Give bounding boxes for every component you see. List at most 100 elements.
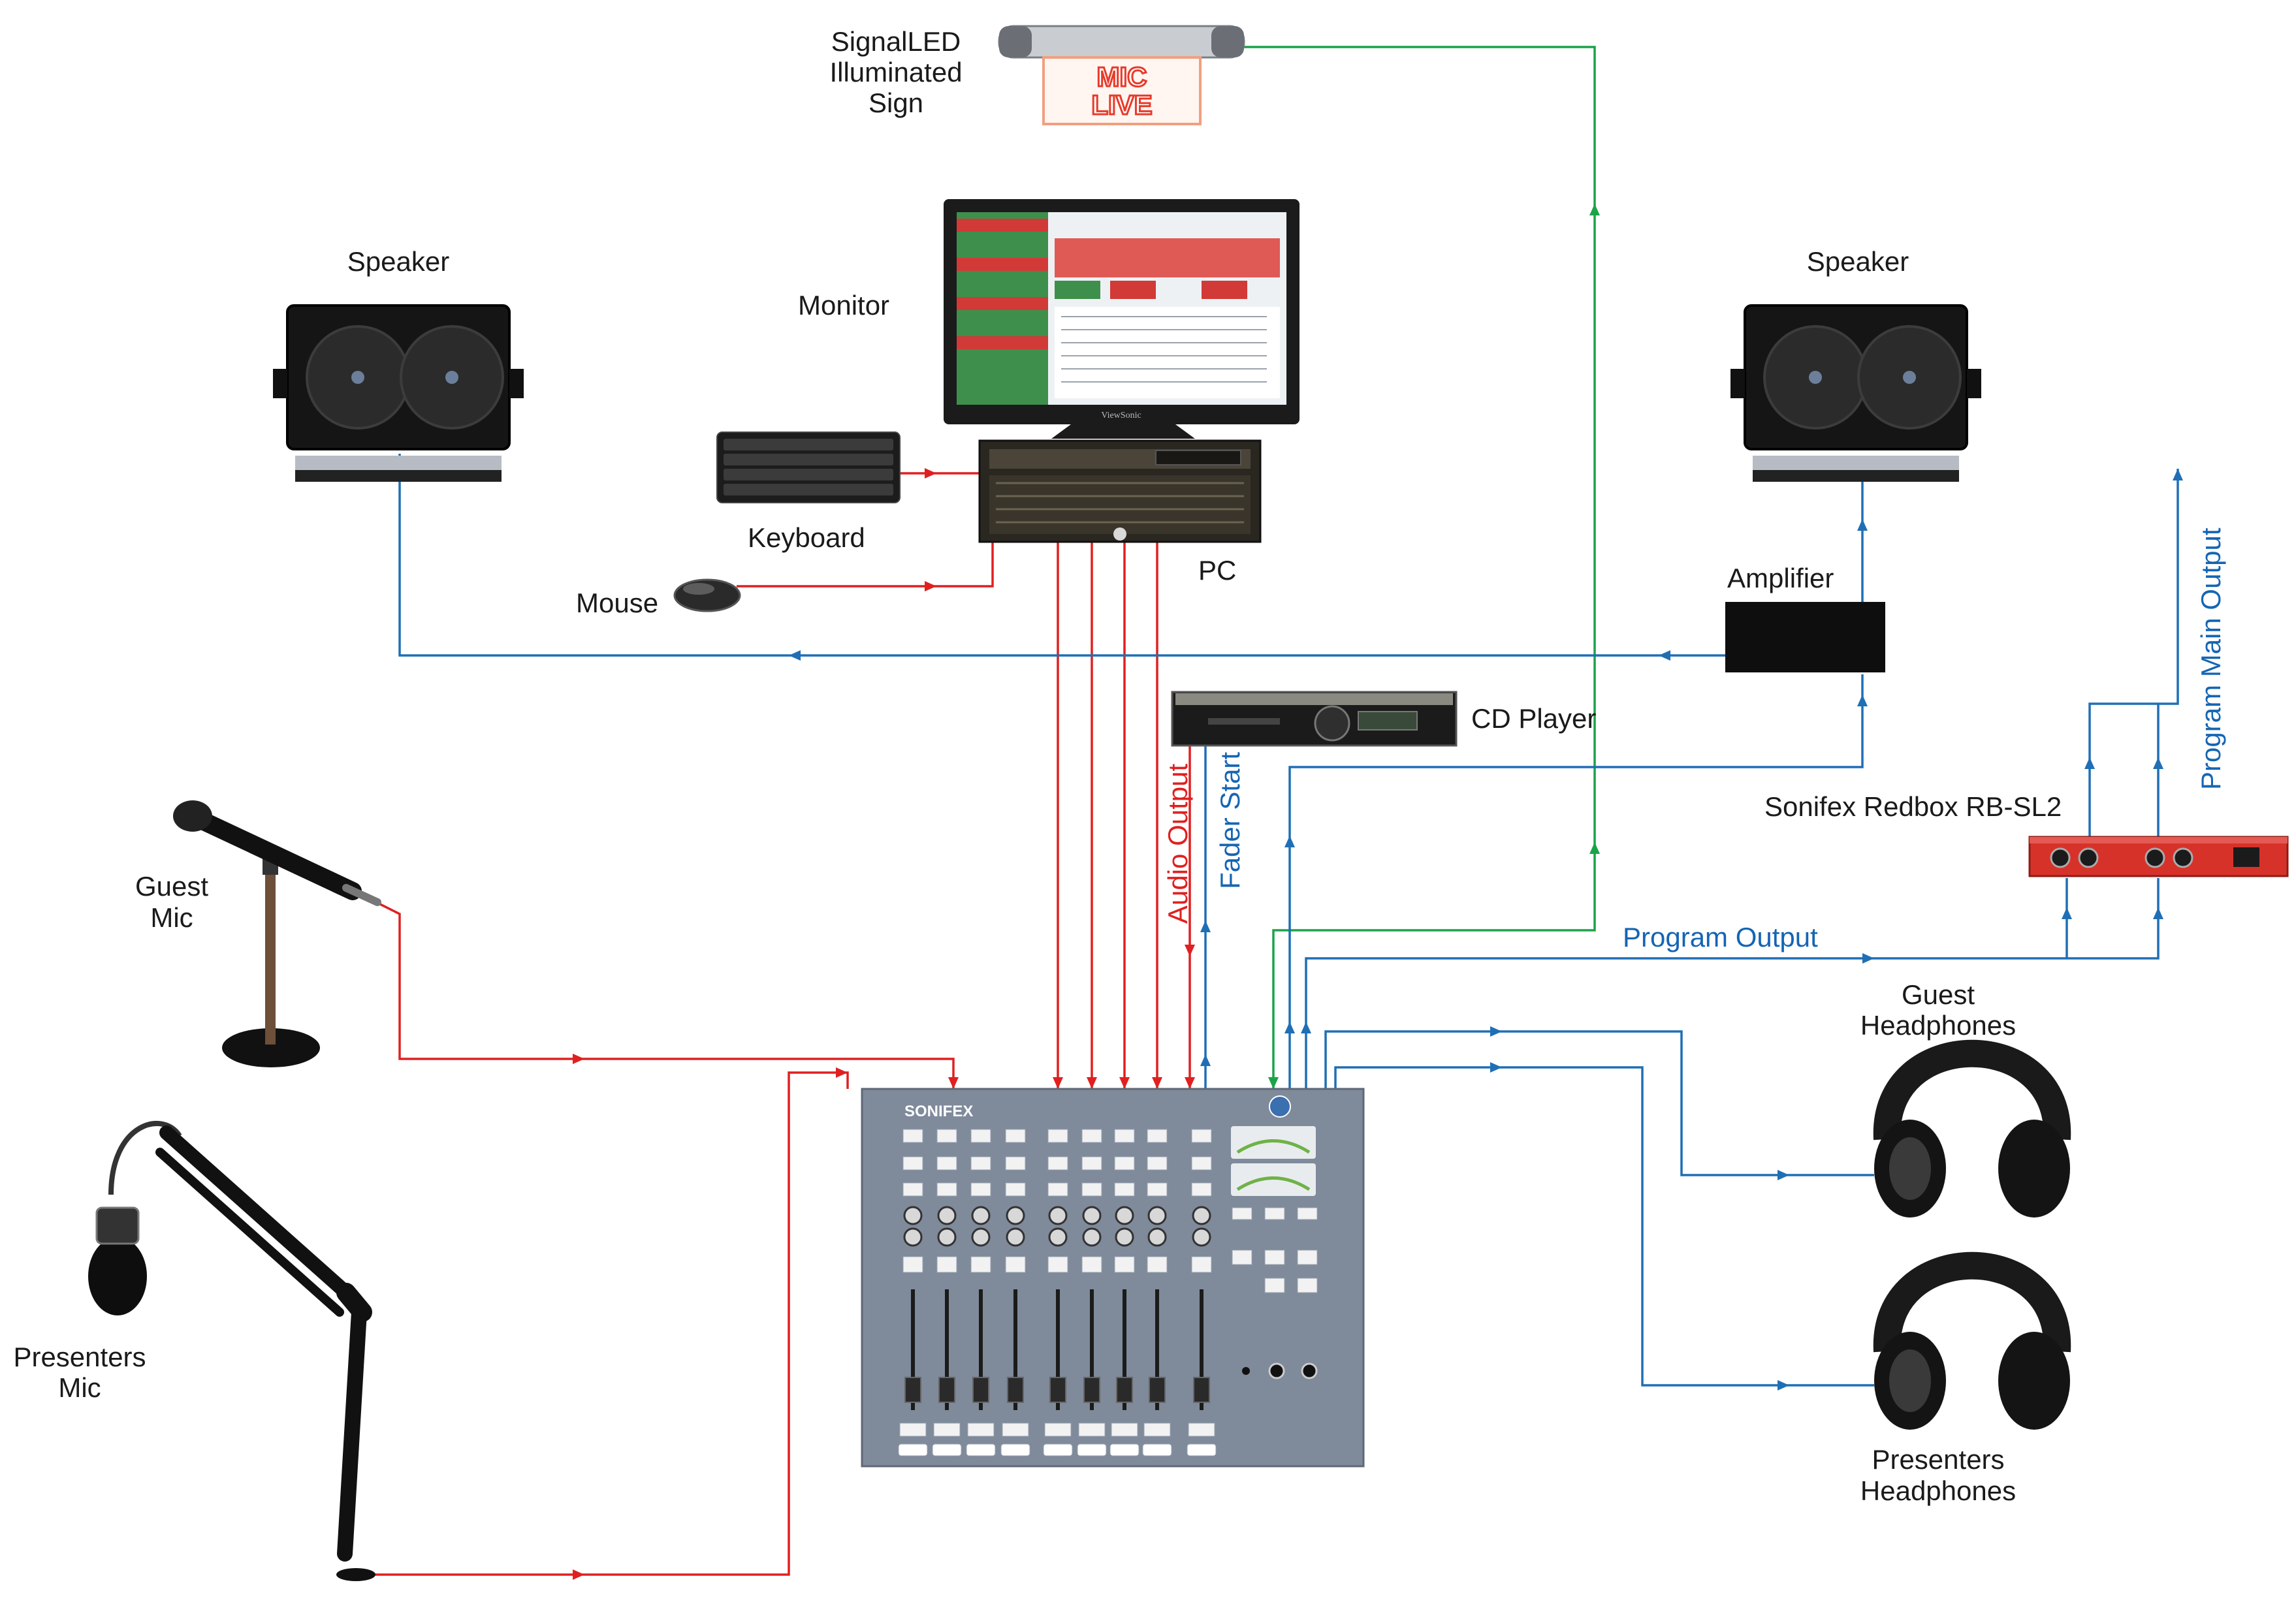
mouse: [673, 578, 741, 612]
arrow-blue-redbox-in-2: [2153, 907, 2163, 919]
label-presenters-mic-1: Presenters: [13, 1342, 146, 1372]
arrow-blue-hp-guest-1: [1490, 1026, 1502, 1037]
arrow-red-guest-mic: [573, 1054, 584, 1064]
label-speaker-left: Speaker: [347, 246, 449, 277]
sign-text-mic: MIC: [1097, 61, 1147, 92]
arrow-blue-fader-start: [1200, 920, 1211, 932]
label-pc: PC: [1198, 555, 1236, 586]
mixer-channel-strip: [1109, 1129, 1140, 1456]
wire-presenters-mic-to-mixer: [362, 1071, 849, 1576]
wire-mixer-to-amplifier: [1288, 674, 1864, 1089]
arrow-blue-amp-in-1: [1284, 836, 1295, 847]
wire-amplifier-to-left-speaker: [398, 454, 1725, 657]
label-signal-led-1: SignalLED: [831, 26, 961, 57]
label-mouse: Mouse: [576, 588, 658, 618]
mixer-channel-strip: [1187, 1129, 1217, 1456]
wire-mixer-to-presenters-headphones: [1334, 1066, 1874, 1387]
guest-mic: [173, 800, 381, 1067]
label-program-output: Program Output: [1623, 922, 1818, 952]
keyboard: [716, 432, 901, 503]
wire-mixer-to-signal-led: [1244, 46, 1596, 1089]
arrow-blue-speaker-left-2: [789, 650, 801, 661]
arrow-blue-speaker-right: [1857, 519, 1868, 531]
sign-panel: [1042, 56, 1202, 125]
arrow-red-pc-3: [1119, 1077, 1130, 1089]
mixer-channel-strip: [1077, 1129, 1107, 1456]
arrow-red-guest-mic-2: [948, 1077, 959, 1089]
arrow-red-cd-2: [1185, 945, 1195, 956]
arrow-blue-main-out-2: [2153, 757, 2163, 769]
label-guest-headphones-2: Headphones: [1860, 1010, 2016, 1041]
arrow-blue-redbox-in-1: [2062, 907, 2072, 919]
wire-redbox-to-main-output: [2088, 469, 2179, 862]
presenters-headphones: [1873, 1251, 2071, 1430]
presenters-mic: [88, 1121, 375, 1581]
arrow-blue-amp-in-2: [1284, 1022, 1295, 1033]
label-audio-output: Audio Output: [1162, 763, 1193, 924]
label-amplifier: Amplifier: [1727, 563, 1834, 593]
amplifier: [1725, 602, 1885, 672]
guest-headphones: [1873, 1039, 2071, 1218]
arrow-blue-program-2: [1862, 953, 1874, 964]
sonifex-redbox: [2028, 836, 2289, 877]
arrow-green-up-1: [1589, 204, 1600, 215]
label-presenters-mic-2: Mic: [58, 1372, 101, 1403]
sonifex-mixer: SONIFEX: [861, 1088, 1365, 1468]
label-guest-mic-1: Guest: [135, 871, 208, 902]
label-keyboard: Keyboard: [748, 522, 865, 553]
monitor: ViewSonic: [944, 199, 1299, 439]
arrow-blue-hp-guest-2: [1778, 1170, 1789, 1180]
label-signal-led-3: Sign: [869, 87, 923, 118]
arrow-red-keyboard: [925, 468, 936, 479]
wire-mixer-to-guest-headphones: [1324, 1030, 1874, 1176]
label-redbox: Sonifex Redbox RB-SL2: [1764, 791, 2062, 822]
arrow-blue-hp-pres-2: [1778, 1380, 1789, 1391]
arrow-blue-main-out-1: [2084, 757, 2095, 769]
arrowheads: [573, 204, 2183, 1580]
label-fader-start: Fader Start: [1215, 752, 1245, 889]
label-monitor: Monitor: [798, 290, 889, 321]
arrow-blue-main-out-3: [2173, 469, 2183, 480]
wire-mouse-to-pc: [737, 542, 994, 588]
monitor-brand: ViewSonic: [1101, 411, 1141, 420]
label-speaker-right: Speaker: [1807, 246, 1909, 277]
pc: [978, 439, 1262, 543]
arrow-blue-fader-start-2: [1200, 1054, 1211, 1066]
mixer-brand: SONIFEX: [904, 1103, 973, 1120]
mixer-channel-strip: [1000, 1129, 1030, 1456]
label-guest-mic-2: Mic: [150, 902, 193, 933]
arrow-red-pc-4: [1152, 1077, 1162, 1089]
cd-player: [1171, 691, 1458, 747]
label-cd-player: CD Player: [1471, 703, 1596, 734]
mixer-channel-strip: [966, 1129, 996, 1456]
label-guest-headphones-1: Guest: [1902, 979, 1975, 1010]
sign-tube: [998, 25, 1245, 59]
mixer-channel-strips: [898, 1129, 1217, 1456]
label-signal-led-2: Illuminated: [829, 57, 962, 87]
arrow-red-pc-2: [1087, 1077, 1097, 1089]
arrow-blue-hp-pres-1: [1490, 1062, 1502, 1073]
arrow-red-presenters-mic: [573, 1569, 584, 1580]
arrow-blue-speaker-left-1: [1659, 650, 1670, 661]
mixer-channel-strip: [898, 1129, 928, 1456]
arrow-green-up-2: [1589, 842, 1600, 854]
arrow-blue-amp-in-3: [1857, 695, 1868, 706]
wire-guest-mic-to-mixer: [379, 903, 955, 1089]
label-presenters-headphones-1: Presenters: [1872, 1444, 2004, 1475]
mixer-channel-strip: [1142, 1129, 1172, 1456]
arrow-red-presenters-mic-2: [836, 1067, 848, 1078]
speaker-right: [1730, 304, 1981, 482]
signal-led-sign: MIC LIVE: [998, 25, 1245, 125]
label-presenters-headphones-2: Headphones: [1860, 1475, 2016, 1506]
arrow-red-mouse: [925, 581, 936, 591]
arrow-blue-program-1: [1301, 1022, 1311, 1033]
arrow-red-cd: [1185, 1077, 1195, 1089]
monitor-stand: [1051, 424, 1195, 439]
mixer-channel-strip: [1043, 1129, 1073, 1456]
sign-text-live: LIVE: [1091, 89, 1152, 120]
label-program-main-output: Program Main Output: [2195, 527, 2226, 790]
arrow-green-down-mixer: [1268, 1077, 1279, 1089]
arrow-red-pc-1: [1053, 1077, 1063, 1089]
mixer-channel-strip: [932, 1129, 962, 1456]
